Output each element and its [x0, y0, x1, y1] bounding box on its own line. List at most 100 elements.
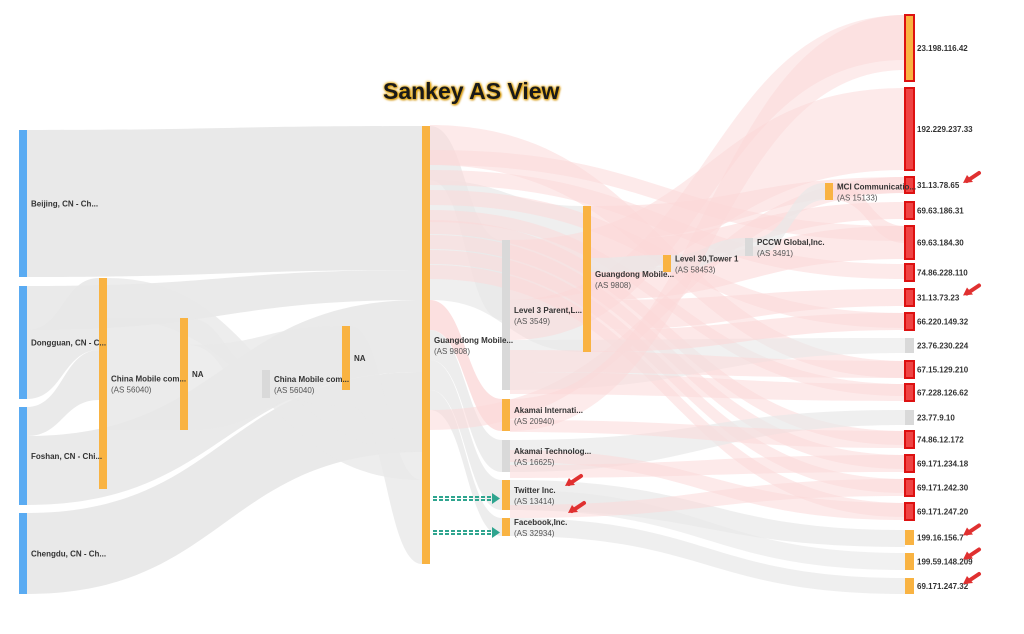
red-arrow-icon: [565, 474, 583, 486]
label-as-gd1: Guangdong Mobile...: [434, 336, 513, 345]
flow-facebook-dest3: [510, 455, 905, 478]
node-source-chengdu[interactable]: [19, 513, 27, 594]
chart-title: Sankey AS View: [383, 78, 560, 104]
red-arrow-icon: [963, 283, 981, 296]
teal-arrow-icon: [433, 527, 500, 538]
label-as-pccw: PCCW Global,Inc.: [757, 238, 825, 247]
node-dest-15[interactable]: [904, 502, 915, 521]
node-dest-4[interactable]: [904, 225, 915, 260]
label-as-cm2: China Mobile com...: [274, 375, 349, 384]
label-source-foshan: Foshan, CN - Chi...: [31, 452, 102, 461]
node-as-na1[interactable]: [180, 318, 188, 430]
flow-guangdong-akamai2: [430, 330, 502, 472]
node-dest-6[interactable]: [904, 288, 915, 307]
label-as-gd2: Guangdong Mobile...: [595, 270, 674, 279]
node-dest-12[interactable]: [904, 430, 915, 449]
node-as-ak2[interactable]: [502, 440, 510, 472]
label-dest-12: 74.86.12.172: [917, 436, 964, 445]
node-as-pccw[interactable]: [745, 238, 753, 256]
node-source-beijing[interactable]: [19, 130, 27, 277]
label-dest-2: 31.13.78.65: [917, 181, 960, 190]
node-dest-16[interactable]: [905, 530, 914, 545]
label-dest-16: 199.16.156.7: [917, 534, 964, 543]
flow-gd2-dest5: [591, 313, 905, 352]
label-dest-15: 69.171.247.20: [917, 508, 969, 517]
node-as-cm2[interactable]: [262, 370, 270, 398]
flow-mci-dest: [833, 183, 905, 243]
flow-guangdong-akamai: [430, 300, 502, 431]
flow-guangdong-twitter: [430, 360, 502, 510]
label-as-l30: Level 30,Tower 1: [675, 255, 739, 264]
node-dest-7[interactable]: [904, 312, 915, 331]
node-as-gd2[interactable]: [583, 206, 591, 352]
flow-facebook-dest2: [510, 479, 905, 518]
label-source-dongguan: Dongguan, CN - C...: [31, 339, 106, 348]
node-dest-8[interactable]: [905, 338, 914, 353]
node-as-na2[interactable]: [342, 326, 350, 390]
node-dest-1[interactable]: [904, 87, 915, 171]
label-dest-5: 74.86.228.110: [917, 269, 968, 278]
flow-na2-guangdong: [350, 326, 422, 564]
label-asn-pccw: (AS 3491): [757, 249, 793, 258]
flow-gd2-dest2: [591, 202, 905, 270]
node-dest-18[interactable]: [905, 578, 914, 594]
node-dest-10[interactable]: [904, 383, 915, 402]
node-dest-17[interactable]: [905, 553, 914, 570]
label-dest-13: 69.171.234.18: [917, 460, 969, 469]
node-dest-0[interactable]: [904, 14, 915, 82]
label-dest-10: 67.228.126.62: [917, 389, 969, 398]
node-dest-14[interactable]: [904, 478, 915, 497]
flow-facebook-dest4: [510, 450, 905, 520]
node-dest-11[interactable]: [905, 410, 914, 425]
node-as-l30[interactable]: [663, 255, 671, 272]
node-as-l3[interactable]: [502, 240, 510, 390]
label-asn-l30: (AS 58453): [675, 266, 716, 275]
label-dest-7: 66.220.149.32: [917, 318, 969, 327]
node-as-tw[interactable]: [502, 480, 510, 510]
node-dest-3[interactable]: [904, 201, 915, 220]
label-asn-gd1: (AS 9808): [434, 347, 470, 356]
label-as-mci: MCI Communicatio...: [837, 183, 916, 192]
label-as-ak2: Akamai Technolog...: [514, 447, 591, 456]
node-as-cm1[interactable]: [99, 278, 107, 489]
node-as-mci[interactable]: [825, 183, 833, 200]
flow-chinamobile2-na2: [270, 370, 342, 406]
flow-beijing-guangdong: [27, 126, 422, 277]
node-dest-2[interactable]: [904, 176, 915, 194]
label-dest-18: 69.171.247.32: [917, 582, 969, 591]
label-as-na1: NA: [192, 370, 204, 379]
label-dest-4: 69.63.184.30: [917, 239, 964, 248]
label-dest-3: 69.63.186.31: [917, 207, 964, 216]
flow-guangdong-facebook: [430, 390, 502, 536]
label-dest-0: 23.198.116.42: [917, 44, 968, 53]
flow-facebook-dest: [510, 518, 905, 594]
flow-chinamobile-na: [107, 318, 180, 430]
node-as-ak1[interactable]: [502, 399, 510, 431]
node-dest-5[interactable]: [904, 263, 915, 282]
node-source-dongguan[interactable]: [19, 286, 27, 399]
red-arrow-icon: [963, 547, 981, 560]
node-as-fb[interactable]: [502, 518, 510, 536]
node-dest-9[interactable]: [904, 360, 915, 379]
node-dest-13[interactable]: [904, 454, 915, 473]
node-as-gd1[interactable]: [422, 126, 430, 564]
flow-dest-67a: [510, 350, 905, 378]
label-dest-14: 69.171.242.30: [917, 484, 969, 493]
label-asn-ak2: (AS 16625): [514, 458, 555, 467]
label-as-l3: Level 3 Parent,L...: [514, 306, 582, 315]
label-source-chengdu: Chengdu, CN - Ch...: [31, 550, 106, 559]
label-asn-l3: (AS 3549): [514, 317, 550, 326]
red-arrow-icon: [963, 171, 981, 183]
teal-arrow-icon: [433, 493, 500, 504]
flow-dest-67b: [510, 372, 905, 401]
label-as-tw: Twitter Inc.: [514, 486, 556, 495]
label-as-fb: Facebook,Inc.: [514, 518, 567, 527]
label-asn-tw: (AS 13414): [514, 497, 555, 506]
node-source-foshan[interactable]: [19, 407, 27, 505]
red-arrow-icon: [963, 572, 981, 584]
label-asn-ak1: (AS 20940): [514, 417, 555, 426]
red-arrow-icon: [568, 501, 586, 513]
label-dest-11: 23.77.9.10: [917, 414, 955, 423]
label-dest-1: 192.229.237.33: [917, 125, 973, 134]
